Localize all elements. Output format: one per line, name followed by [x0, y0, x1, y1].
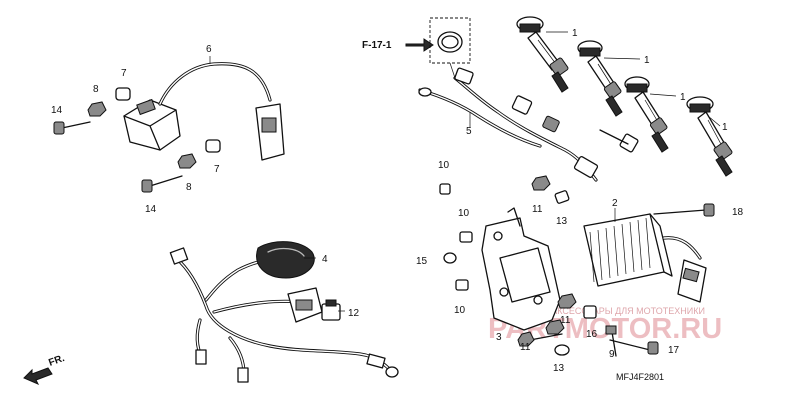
leader-lines [209, 31, 721, 312]
callout-7: 7 [121, 68, 127, 79]
callout-15: 15 [416, 256, 428, 267]
callout-11: 11 [520, 342, 531, 353]
callout-10: 10 [458, 208, 470, 219]
callout-5: 5 [466, 126, 472, 137]
callout-14: 14 [51, 105, 63, 116]
callout-16: 16 [586, 329, 598, 340]
front-arrow-label: FR. [47, 353, 66, 369]
main-harness [169, 241, 399, 383]
callout-4: 4 [322, 254, 328, 265]
clamp-detail [429, 17, 471, 79]
callout-13: 13 [553, 363, 565, 374]
section-ref-label: F-17-1 [362, 40, 392, 51]
watermark-sub: ЗАПЧАСТИ И АКСЕССУАРЫ ДЛЯ МОТОТЕХНИКИ [492, 306, 705, 316]
sensor-hardware [53, 87, 221, 193]
regulator-rectifier [583, 213, 707, 303]
drawing-code: MFJ4F2801 [616, 372, 664, 382]
front-arrow-icon [23, 367, 53, 385]
callout-2: 2 [612, 198, 618, 209]
callout-17: 17 [668, 345, 680, 356]
callout-9: 9 [609, 349, 615, 360]
callout-1: 1 [680, 92, 686, 103]
callout-10: 10 [454, 305, 466, 316]
ignition-coil-3 [624, 76, 669, 153]
section-ref-arrow-icon [405, 38, 434, 52]
callout-1: 1 [722, 122, 728, 133]
ignition-coil-1 [516, 16, 569, 93]
callout-13: 13 [556, 216, 568, 227]
callout-3: 3 [496, 332, 502, 343]
callout-1: 1 [644, 55, 650, 66]
callout-11: 11 [560, 315, 571, 326]
callout-12: 12 [348, 308, 360, 319]
ignition-coil-4 [686, 96, 733, 177]
section-reference[interactable]: F-17-1 [362, 38, 434, 52]
callout-1: 1 [572, 28, 578, 39]
sub-harness [418, 67, 639, 182]
callout-6: 6 [206, 44, 212, 55]
hardware [439, 175, 715, 357]
bracket [481, 207, 561, 331]
detail-box [429, 17, 471, 64]
sensor-unit [123, 62, 285, 161]
relay [321, 299, 341, 321]
callout-8: 8 [93, 84, 99, 95]
front-indicator: FR. [23, 353, 66, 385]
ignition-coil-2 [577, 40, 623, 117]
callout-8: 8 [186, 182, 192, 193]
callout-7: 7 [214, 164, 220, 175]
callout-18: 18 [732, 207, 744, 218]
callout-14: 14 [145, 204, 157, 215]
callout-10: 10 [438, 160, 450, 171]
callouts: 1 1 1 1 2 3 4 5 6 7 7 8 8 9 10 10 10 11 … [51, 28, 744, 374]
callout-11: 11 [532, 204, 543, 215]
clamp-ring [437, 31, 463, 53]
